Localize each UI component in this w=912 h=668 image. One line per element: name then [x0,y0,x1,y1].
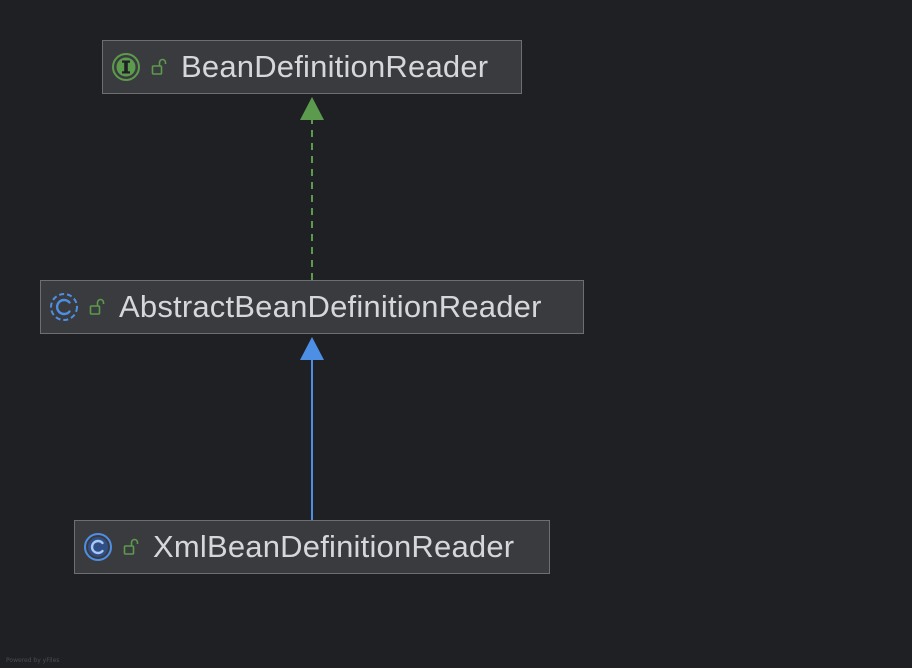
public-lock-icon [89,298,105,316]
node-abstract-bean-definition-reader[interactable]: AbstractBeanDefinitionReader [40,280,584,334]
node-label: BeanDefinitionReader [181,49,489,84]
node-label: AbstractBeanDefinitionReader [119,289,542,324]
public-lock-icon [123,538,139,556]
extends-arrowhead-icon [300,337,324,360]
abstract-class-icon [49,292,79,322]
node-label: XmlBeanDefinitionReader [153,529,515,564]
powered-by-footer: Powered by yFiles [6,657,60,664]
public-lock-icon [151,58,167,76]
implements-arrowhead-icon [300,97,324,120]
class-icon [83,532,113,562]
node-bean-definition-reader[interactable]: BeanDefinitionReader [102,40,522,94]
node-xml-bean-definition-reader[interactable]: XmlBeanDefinitionReader [74,520,550,574]
interface-icon [111,52,141,82]
